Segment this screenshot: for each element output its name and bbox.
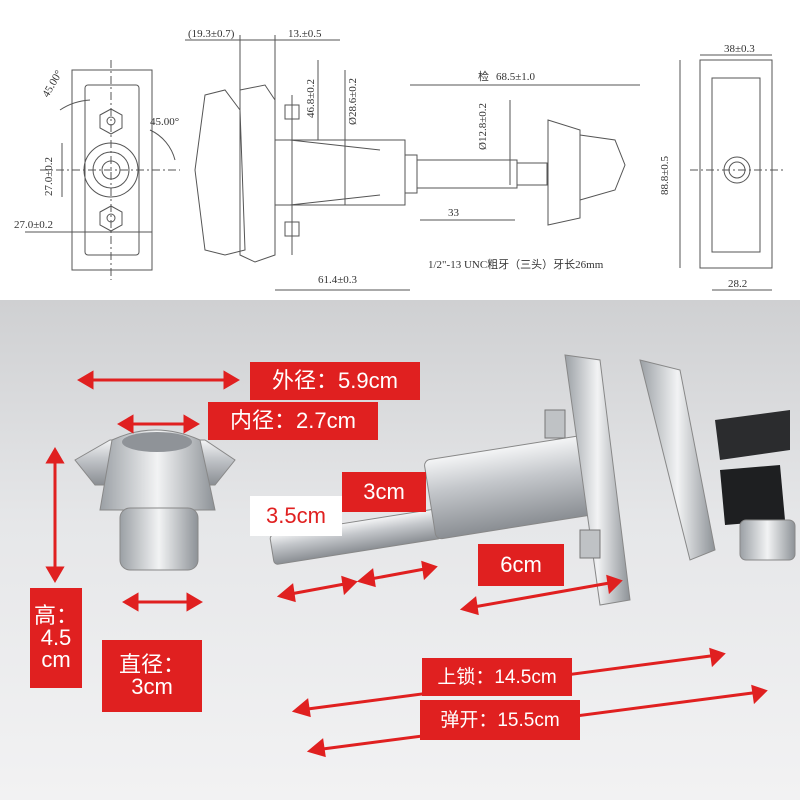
label-length-3cm: 3cm: [342, 472, 426, 512]
dim-61-4: 61.4±0.3: [318, 274, 358, 286]
dim-88-8: 88.8±0.5: [659, 155, 671, 195]
label-height-line2: 4.5: [40, 625, 72, 650]
dim-45-right: 45.00°: [150, 116, 179, 128]
dim-13: 13.±0.5: [288, 28, 322, 40]
wing-nut-image: [74, 429, 236, 571]
thread-note: 1/2"-13 UNC粗牙（三头）牙长26mm: [428, 258, 604, 271]
label-outer-diameter: 外径：5.9cm: [250, 362, 420, 400]
dim-28-6: Ø28.6±0.2: [347, 78, 359, 125]
label-diameter: 直径： 3cm: [102, 640, 202, 712]
product-photo: 外径：5.9cm 内径：2.7cm 高： 4.5 cm 直径： 3cm 3.5c…: [0, 300, 800, 800]
dim-33: 33: [448, 207, 460, 219]
t-handle-lock-image: [269, 354, 796, 606]
dim-27-vertical: 27.0±0.2: [43, 157, 55, 196]
photo-graphics: [45, 354, 796, 758]
technical-drawing: 45.00° 45.00° 27.0±0.2 27.0±0.2 (19.3±0.…: [14, 28, 785, 291]
dim-12-8: Ø12.8±0.2: [477, 103, 489, 150]
dim-45-left: 45.00°: [40, 68, 65, 99]
dim-19-3: (19.3±0.7): [188, 28, 235, 40]
label-pop-length: 弹开：15.5cm: [420, 700, 580, 740]
label-length-3-5cm: 3.5cm: [250, 496, 342, 536]
label-height-line3: cm: [41, 647, 71, 672]
label-height: 高： 4.5 cm: [30, 588, 82, 688]
label-inner-diameter: 内径：2.7cm: [208, 402, 378, 440]
label-length-6cm: 6cm: [478, 544, 564, 586]
label-height-line1: 高：: [33, 603, 78, 628]
dim-38: 38±0.3: [724, 43, 755, 55]
label-lock-length: 上锁：14.5cm: [422, 658, 572, 696]
label-diameter-line2: 3cm: [131, 674, 173, 699]
dim-46-8: 46.8±0.2: [305, 79, 317, 118]
dim-68-5-mark: 检: [478, 69, 489, 83]
dim-27-horizontal: 27.0±0.2: [14, 219, 53, 231]
dim-28-2: 28.2: [728, 278, 747, 290]
dim-68-5: 68.5±1.0: [496, 71, 536, 83]
label-diameter-line1: 直径：: [118, 652, 185, 677]
